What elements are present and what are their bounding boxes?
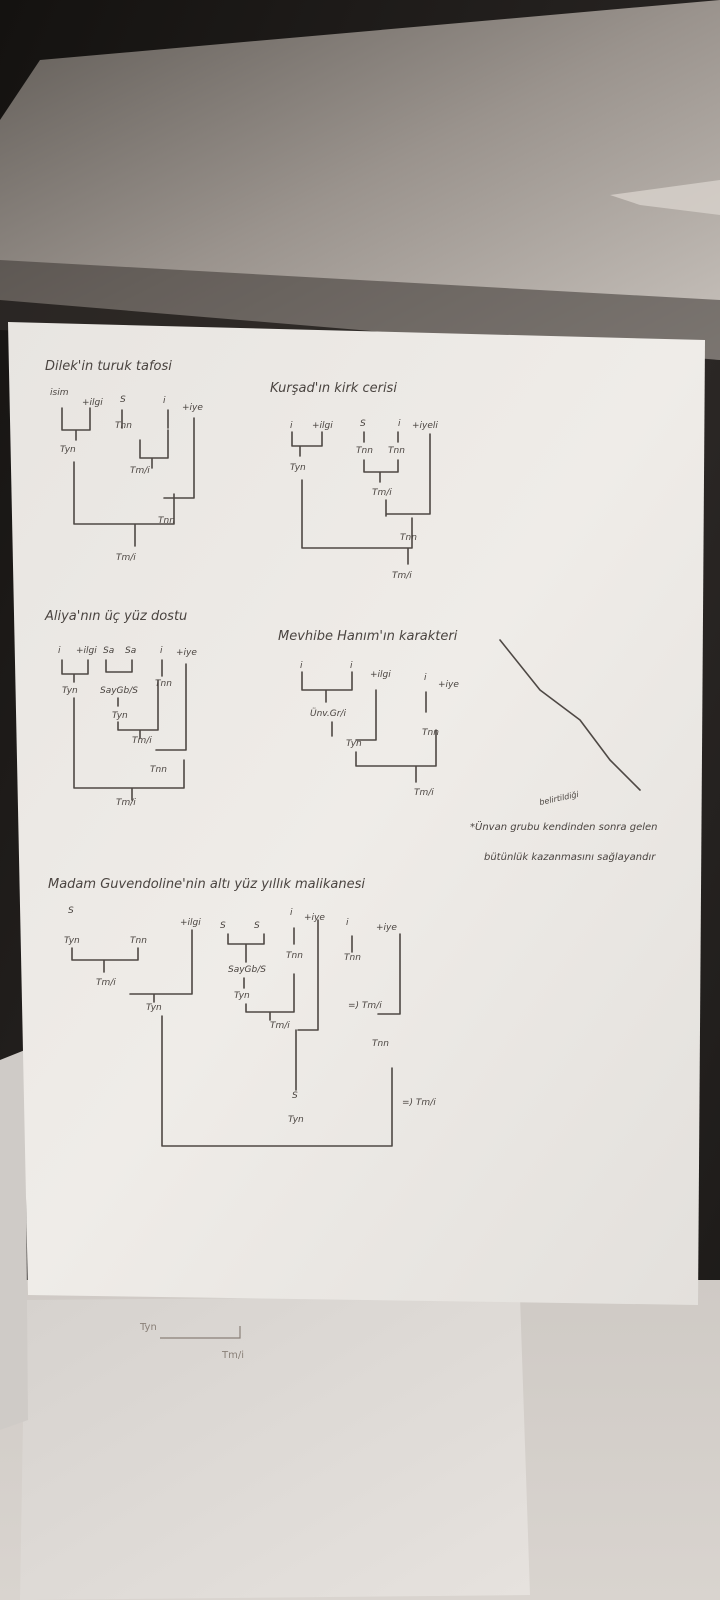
tree-1-sentence: Dilek'in turuk tafosi — [45, 359, 172, 374]
tree-5: Madam Guvendoline'nin altı yüz yıllık ma… — [48, 877, 436, 1147]
tree-4-label: +ilgi — [370, 670, 391, 680]
tree-2: Kurşad'ın kirk cerisi i +ilgi S i +iyeli… — [270, 381, 438, 581]
under-paper-branch — [160, 1326, 241, 1339]
tree-1-label: isim — [50, 388, 69, 398]
tree-2-label: +ilgi — [312, 421, 333, 431]
tree-3-branches — [61, 659, 187, 801]
tree-4-label: i — [424, 673, 427, 683]
tree-5-label: =) Tm/i — [348, 1001, 382, 1011]
tree-4-label: i — [300, 661, 303, 671]
tree-5-label: S — [292, 1091, 298, 1101]
tree-5-label: i — [346, 918, 349, 928]
tree-3-label: +ilgi — [76, 646, 97, 656]
tree-5-branches — [71, 919, 401, 1147]
main-paper — [8, 322, 705, 1305]
tree-2-label: i — [290, 421, 293, 431]
tree-5-label: Tyn — [64, 936, 80, 946]
tree-1-label: Tnn — [115, 421, 132, 431]
tree-1-label: +iye — [182, 403, 203, 413]
tree-2-label: Tnn — [356, 446, 373, 456]
tree-1-label: Tm/i — [130, 466, 150, 476]
tree-5-label: i — [290, 908, 293, 918]
tree-2-label: Tm/i — [372, 488, 392, 498]
tree-5-label: Tyn — [146, 1003, 162, 1013]
tree-4-sentence: Mevhibe Hanım'ın karakteri — [278, 629, 458, 644]
tree-3-label: Sa — [125, 646, 136, 656]
tree-3-label: Tnn — [155, 679, 172, 689]
tree-3-label: +iye — [176, 648, 197, 658]
under-paper-label: Tm/i — [221, 1350, 244, 1361]
tree-1-label: S — [120, 395, 126, 405]
tree-4: Mevhibe Hanım'ın karakteri i i +ilgi i +… — [278, 629, 459, 798]
tree-5-sentence: Madam Guvendoline'nin altı yüz yıllık ma… — [48, 877, 365, 892]
tree-1-label: Tyn — [60, 445, 76, 455]
tree-3-label: Tyn — [62, 686, 78, 696]
tree-5-label: +iye — [304, 913, 325, 923]
tree-2-label: S — [360, 419, 366, 429]
tree-1-branches — [61, 407, 195, 547]
tree-5-label: Tnn — [344, 953, 361, 963]
tree-2-label: Tm/i — [392, 571, 412, 581]
tree-3-label: Tm/i — [116, 798, 136, 808]
tree-5-label: SayGb/S — [228, 965, 266, 975]
tree-4-branches — [301, 671, 437, 783]
tree-1-label: Tnn — [158, 516, 175, 526]
tree-3-label: Sa — [103, 646, 114, 656]
tree-4-label: Tnn — [422, 728, 439, 738]
tree-3: Aliya'nın üç yüz dostu i +ilgi Sa Sa i +… — [44, 609, 197, 808]
tree-5-label: +iye — [376, 923, 397, 933]
tree-5-label: Tyn — [288, 1115, 304, 1125]
tree-2-label: +iyeli — [412, 421, 438, 431]
side-note-line-2: bütünlük kazanmasını sağlayandır — [484, 852, 656, 863]
tree-1-label: i — [163, 396, 166, 406]
tree-5-label: Tyn — [234, 991, 250, 1001]
tree-5-label: Tm/i — [270, 1021, 290, 1031]
tree-2-sentence: Kurşad'ın kirk cerisi — [270, 381, 397, 396]
tree-4-label: Ünv.Gr/i — [310, 708, 346, 719]
tree-1-label: +ilgi — [82, 398, 103, 408]
tree-5-label: +ilgi — [180, 918, 201, 928]
left-scrap-paper — [0, 1050, 28, 1430]
tree-5-label: S — [68, 906, 74, 916]
tree-5-label: Tnn — [286, 951, 303, 961]
tree-5-label: S — [254, 921, 260, 931]
tree-4-label: +iye — [438, 680, 459, 690]
tree-3-sentence: Aliya'nın üç yüz dostu — [44, 609, 187, 624]
tree-1: Dilek'in turuk tafosi isim +ilgi S i +iy… — [45, 359, 203, 563]
under-paper-notes: Tyn Tm/i — [139, 1322, 244, 1361]
tree-3-label: Tnn — [150, 765, 167, 775]
tree-4-label: i — [350, 661, 353, 671]
tree-4-label: Tyn — [346, 739, 362, 749]
tree-5-label: Tm/i — [96, 978, 116, 988]
tree-2-label: Tnn — [400, 533, 417, 543]
tree-3-label: Tyn — [112, 711, 128, 721]
tree-2-label: Tnn — [388, 446, 405, 456]
tree-3-label: Tm/i — [132, 736, 152, 746]
tree-2-branches — [291, 431, 431, 565]
tree-5-label: Tnn — [372, 1039, 389, 1049]
tree-1-label: Tm/i — [116, 553, 136, 563]
under-paper-label: Tyn — [139, 1322, 157, 1333]
tree-3-label: i — [160, 646, 163, 656]
paper-crease — [499, 639, 641, 791]
tree-3-label: SayGb/S — [100, 686, 138, 696]
tree-5-label: S — [220, 921, 226, 931]
tree-5-label: =) Tm/i — [402, 1098, 436, 1108]
under-paper — [20, 1296, 530, 1600]
tree-3-label: i — [58, 646, 61, 656]
tree-2-label: i — [398, 419, 401, 429]
light-spot — [610, 180, 720, 215]
side-note-line-1: *Ünvan grubu kendinden sonra gelen — [470, 820, 658, 833]
tree-2-label: Tyn — [290, 463, 306, 473]
tree-4-label: Tm/i — [414, 788, 434, 798]
tree-5-label: Tnn — [130, 936, 147, 946]
